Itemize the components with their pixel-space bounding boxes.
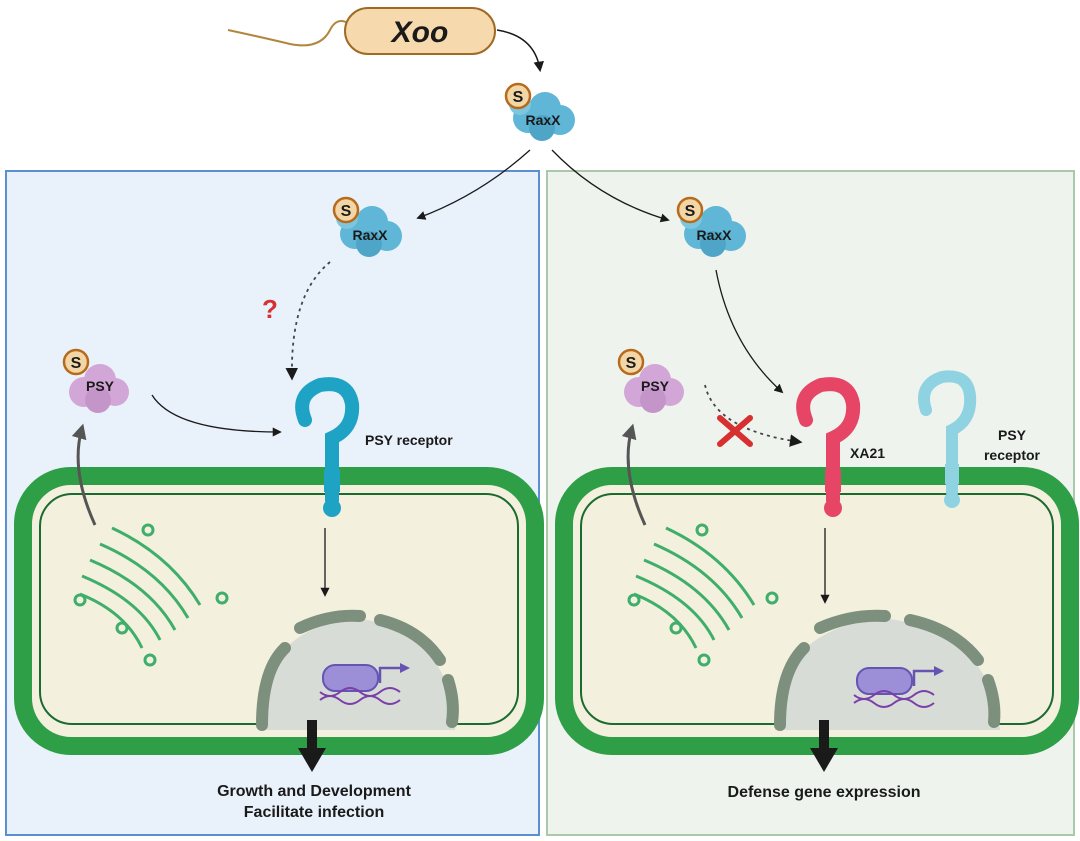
raxx-secreted: S RaxX [504, 82, 575, 141]
psy-receptor-label: PSY receptor [365, 432, 453, 448]
svg-text:S: S [513, 89, 524, 106]
gene-promoter [853, 666, 944, 708]
nucleus-left [256, 609, 459, 731]
svg-text:S: S [71, 355, 82, 372]
raxx-to-left-arrow [416, 149, 531, 220]
flagellum [227, 20, 347, 47]
raxx-left: S RaxX [332, 196, 402, 257]
psy-label: PSY [641, 378, 670, 394]
psy-receptor-label-line1: PSY [998, 427, 1027, 443]
outcome-infection: Facilitate infection [244, 804, 384, 821]
psy-receptor-label-line2: receptor [984, 447, 1041, 463]
psy-right: S PSY [617, 348, 684, 413]
psy-left: S PSY [62, 348, 129, 413]
svg-text:S: S [685, 203, 696, 220]
psy-blob [624, 364, 684, 413]
xoo-label: Xoo [390, 16, 449, 49]
inhibition-x [717, 415, 753, 447]
svg-text:S: S [626, 355, 637, 372]
psy-to-receptor-arrow [151, 394, 282, 437]
sulfation-mark: S [62, 348, 90, 376]
psy-label: PSY [86, 378, 115, 394]
raxx-label: RaxX [352, 227, 388, 243]
psy-receptor-faded [918, 370, 977, 508]
sulfation-mark: S [617, 348, 645, 376]
outcome-defense: Defense gene expression [728, 784, 921, 801]
xa21-label: XA21 [850, 445, 885, 461]
raxx-right: S RaxX [676, 196, 746, 257]
outcome-growth: Growth and Development [217, 783, 411, 800]
psy-blocked-arrow [704, 384, 803, 447]
sulfation-mark: S [676, 196, 704, 224]
nucleus-right [774, 609, 1001, 731]
secretion-arrow [621, 423, 647, 526]
xoo-body [344, 7, 496, 55]
secretion-arrow [71, 423, 97, 526]
xoo-bacterium: Xoo [227, 7, 496, 55]
outcome-arrow-right [810, 720, 838, 772]
raxx-label: RaxX [696, 227, 732, 243]
sulfation-mark: S [332, 196, 360, 224]
sulfation-mark: S [504, 82, 532, 110]
gene-promoter [319, 663, 410, 705]
svg-text:S: S [341, 203, 352, 220]
psy-blob [69, 364, 129, 413]
unknown-binding-mark: ? [262, 294, 278, 324]
psy-receptor [295, 377, 360, 517]
raxx-label: RaxX [525, 112, 561, 128]
xoo-to-raxx-arrow [496, 29, 544, 73]
raxx-to-xa21-arrow [715, 269, 784, 394]
golgi-apparatus [627, 523, 779, 667]
raxx-to-right-arrow [551, 149, 670, 223]
golgi-apparatus [73, 523, 229, 667]
xa21-receptor [796, 377, 861, 517]
outcome-arrow-left [298, 720, 326, 772]
raxx-blob [509, 92, 575, 141]
